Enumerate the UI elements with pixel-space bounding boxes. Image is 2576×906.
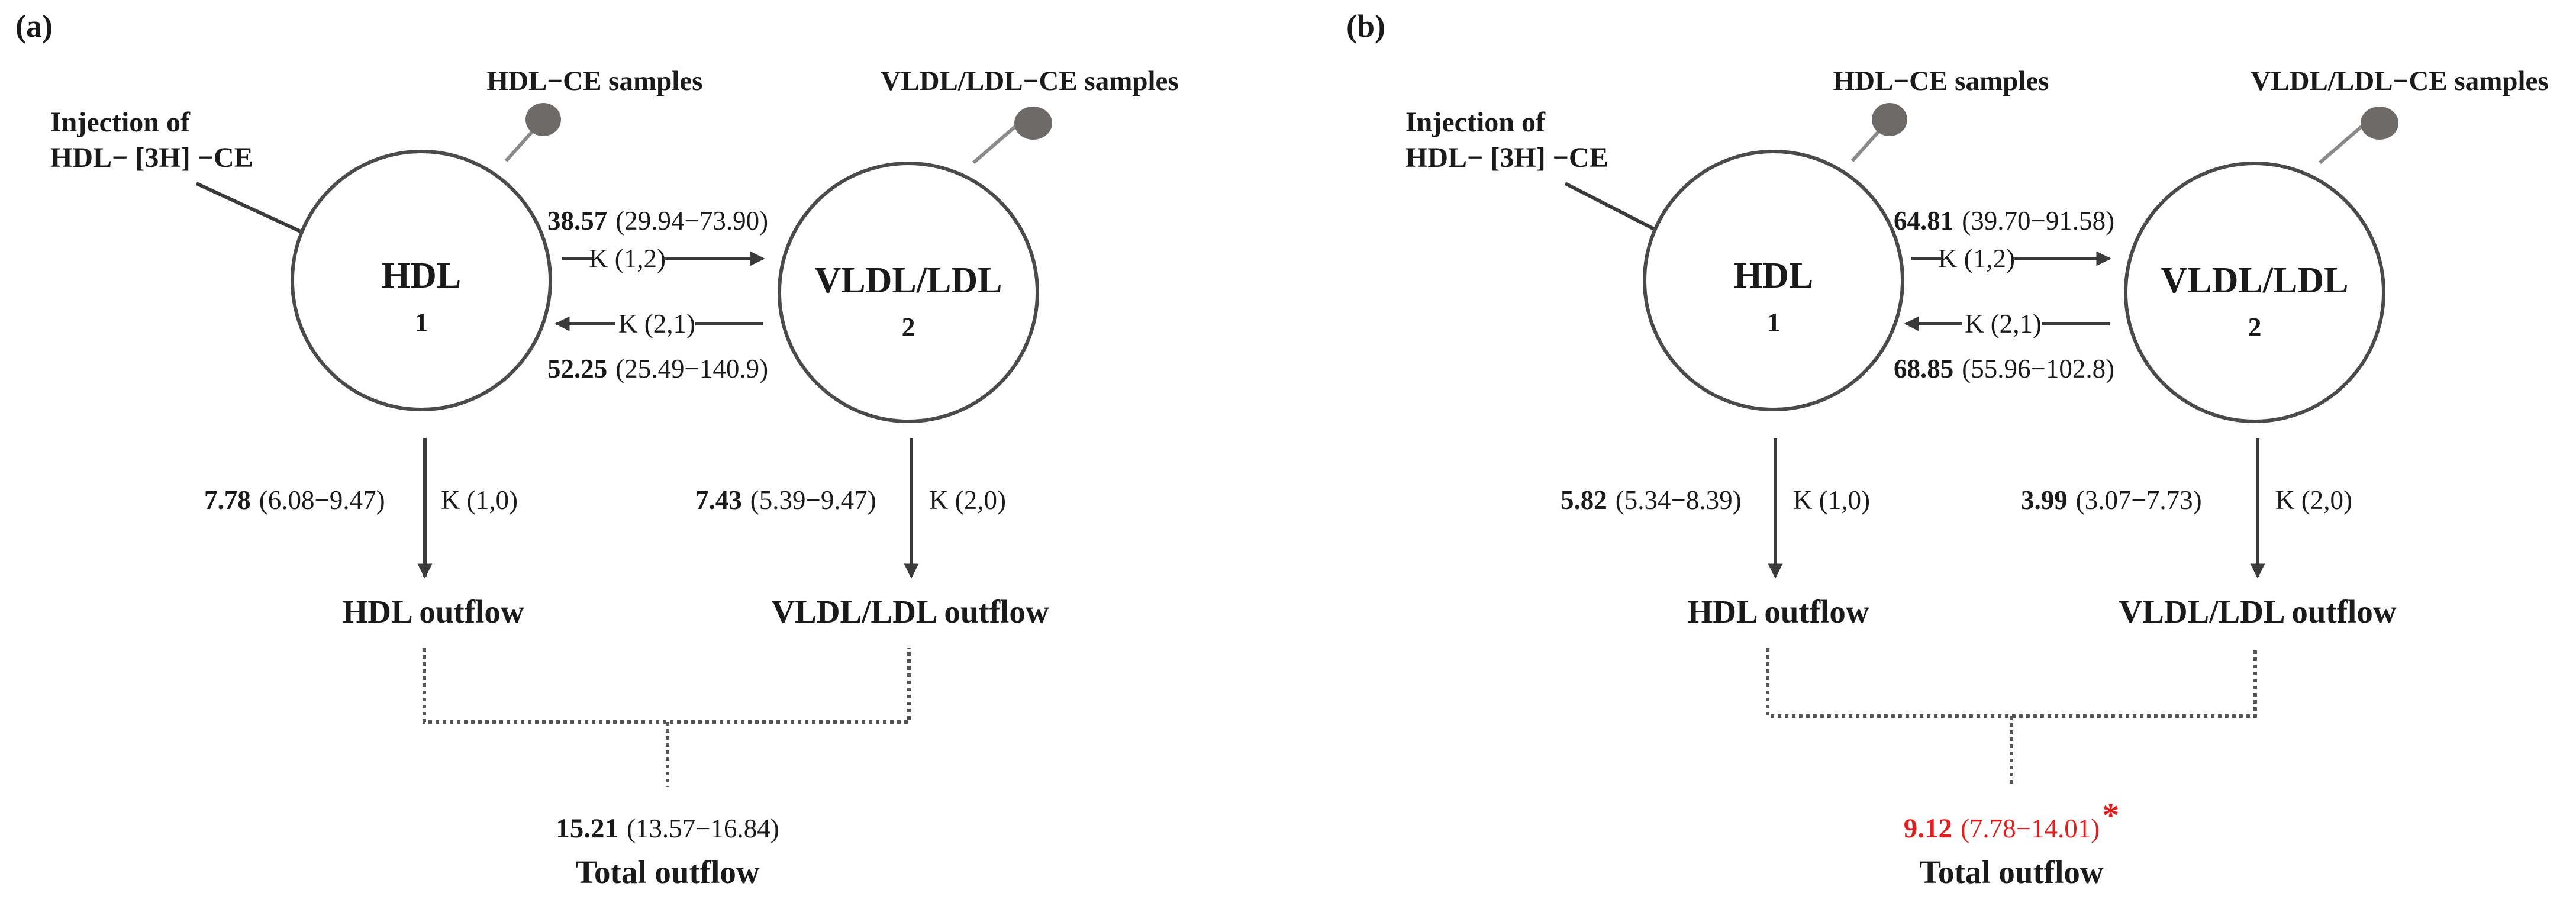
k12-estimate: 64.81(39.70−91.58) [1894,206,2114,236]
vldl-samples-label: VLDL/LDL−CE samples [2251,66,2548,96]
total-outflow-label: Total outflow [1919,854,2103,890]
k10-estimate: 7.78(6.08−9.47) [204,485,385,515]
vldl-sample-icon [2361,107,2398,140]
k21-label: K (2,1) [1965,309,2042,338]
k20-estimate: 3.99(3.07−7.73) [2021,485,2202,515]
k21-estimate: 68.85(55.96−102.8) [1894,354,2114,383]
k10-label: K (1,0) [441,485,518,515]
hdl-sample-icon [525,103,561,136]
panel-a: (a) HDL−CE samples VLDL/LDL−CE samples I… [15,8,1179,890]
injection-label-line1: Injection of [1405,107,1546,138]
k10-label: K (1,0) [1793,485,1870,515]
vldl-sample-tap [2319,122,2365,165]
vldl-outflow-label: VLDL/LDL outflow [2119,594,2396,630]
total-outflow-label: Total outflow [575,854,759,890]
combined-outflow-connector [1766,648,2257,787]
vldl-sample-tap [972,122,1019,165]
k20-label: K (2,0) [929,485,1006,515]
injection-label-line2: HDL− [3H] −CE [50,142,253,173]
panel-label: (b) [1346,8,1385,44]
panel-b: (b) HDL−CE samples VLDL/LDL−CE samples I… [1346,8,2549,890]
k20-label: K (2,0) [2275,485,2352,515]
panel-label: (a) [15,8,53,44]
hdl-compartment-label: HDL [1734,256,1813,296]
hdl-sample-icon [1872,103,1907,136]
hdl-compartment-number: 1 [1767,307,1781,337]
k12-label: K (1,2) [1938,244,2015,273]
k12-estimate: 38.57(29.94−73.90) [547,206,768,236]
total-outflow-estimate: 9.12(7.78−14.01)* [1904,796,2120,844]
total-outflow-estimate: 15.21(13.57−16.84) [556,813,779,844]
hdl-outflow-label: HDL outflow [1687,594,1869,630]
injection-label-line1: Injection of [50,107,191,138]
k21-label: K (2,1) [618,309,695,338]
k10-estimate: 5.82(5.34−8.39) [1561,485,1742,515]
vldl-ldl-compartment-number: 2 [902,312,915,342]
hdl-compartment [1643,150,1904,411]
hdl-samples-label: HDL−CE samples [487,66,703,96]
vldl-samples-label: VLDL/LDL−CE samples [881,66,1178,96]
hdl-compartment-number: 1 [415,307,428,337]
vldl-ldl-compartment-label: VLDL/LDL [815,260,1002,301]
injection-label-line2: HDL− [3H] −CE [1405,142,1608,173]
hdl-compartment-label: HDL [382,256,461,296]
vldl-ldl-compartment [2124,162,2385,423]
k21-estimate: 52.25(25.49−140.9) [547,354,768,383]
vldl-ldl-compartment-label: VLDL/LDL [2161,260,2349,301]
vldl-ldl-compartment [778,162,1039,423]
vldl-ldl-compartment-number: 2 [2248,312,2262,342]
hdl-compartment [291,150,552,411]
hdl-samples-label: HDL−CE samples [1833,66,2049,96]
hdl-outflow-label: HDL outflow [342,594,524,630]
k20-estimate: 7.43(5.39−9.47) [695,485,876,515]
vldl-outflow-label: VLDL/LDL outflow [771,594,1049,630]
k12-label: K (1,2) [589,244,666,273]
vldl-sample-icon [1014,107,1052,140]
combined-outflow-connector [423,648,911,787]
